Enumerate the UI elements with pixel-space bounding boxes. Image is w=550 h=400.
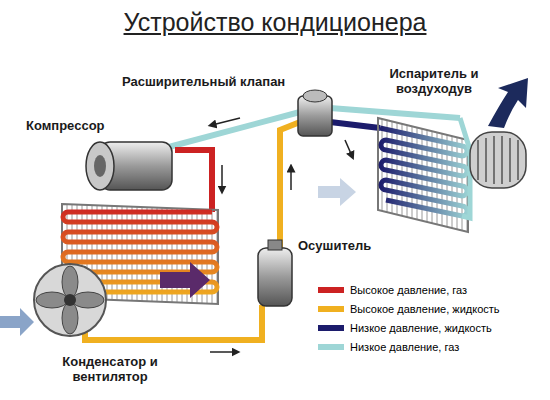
legend-swatch: [318, 287, 344, 293]
part-label: Конденсатор и вентилятор: [50, 354, 170, 384]
legend-swatch: [318, 306, 344, 312]
air-in-arrow: [0, 308, 34, 336]
part-label: Расширительный клапан: [122, 74, 297, 89]
air-out-arrow: [160, 262, 210, 298]
fan-blades: [36, 266, 104, 334]
legend-text: Высокое давление, газ: [350, 284, 467, 296]
flow-arrows: [210, 118, 352, 352]
dryer: [258, 248, 292, 306]
evaporator: [378, 118, 468, 232]
warm-air-arrow: [318, 178, 356, 206]
low-pressure-gas-pipe: [330, 108, 460, 118]
high-pressure-gas-pipe: [175, 150, 212, 212]
legend-text: Высокое давление, жидкость: [350, 303, 500, 315]
legend-text: Низкое давление, жидкость: [350, 322, 492, 334]
high-pressure-liquid-pipe: [85, 300, 262, 340]
part-label: Компрессор: [26, 118, 126, 133]
legend-row: Низкое давление, газ: [318, 341, 459, 353]
legend-swatch: [318, 325, 344, 331]
part-label: Испаритель и воздуходув: [378, 66, 490, 96]
evaporator-coil: [380, 128, 467, 216]
fan: [34, 264, 106, 336]
compressor-pulley: [86, 142, 114, 190]
cool-air-arrow: [488, 78, 528, 128]
legend-row: Низкое давление, жидкость: [318, 322, 492, 334]
low-pressure-liquid-pipe: [330, 122, 380, 128]
blower-vanes: [478, 136, 518, 184]
high-pressure-liquid-pipe: [280, 122, 300, 250]
legend-row: Высокое давление, газ: [318, 284, 467, 296]
legend-swatch: [318, 344, 344, 350]
diagram-title: Устройство кондиционера: [0, 8, 550, 37]
legend-text: Низкое давление, газ: [350, 341, 459, 353]
blower: [470, 132, 526, 188]
part-label: Осушитель: [298, 238, 398, 253]
legend-row: Высокое давление, жидкость: [318, 303, 500, 315]
